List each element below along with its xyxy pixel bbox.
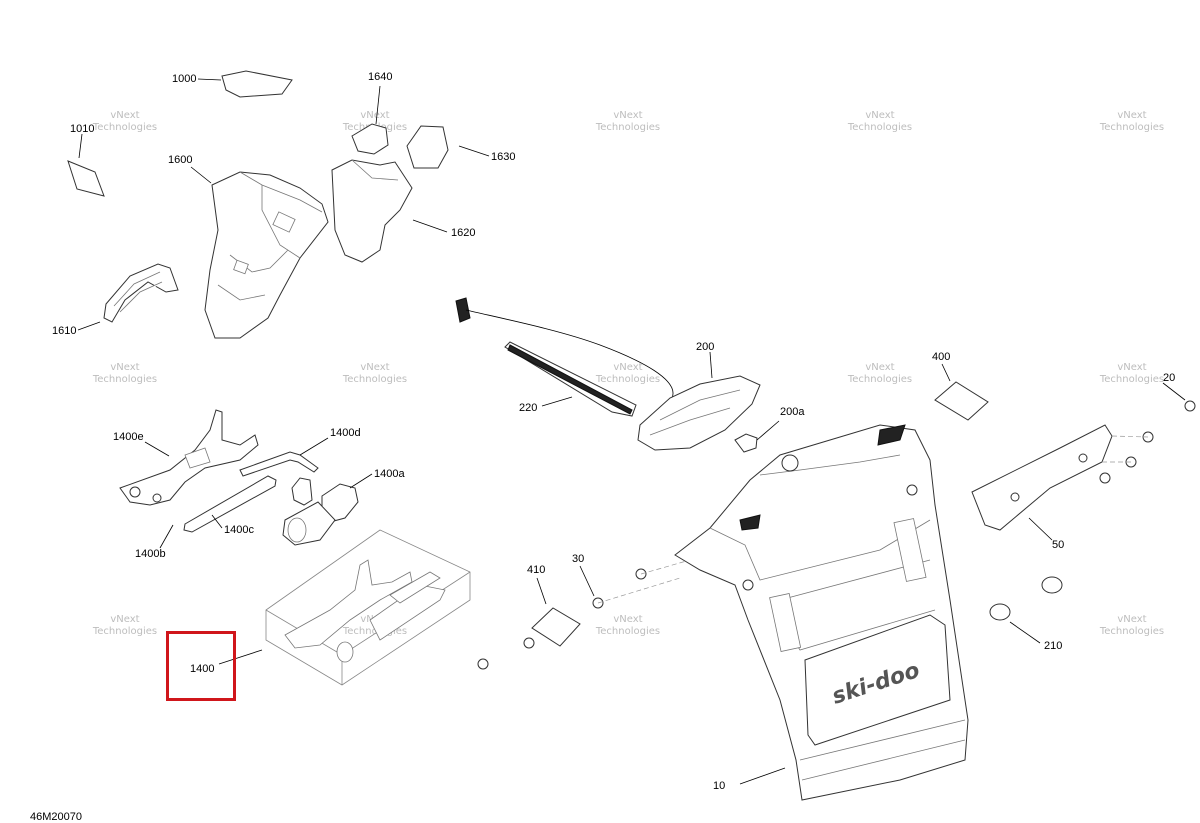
svg-text:vNext: vNext [613,362,642,373]
callout-210[interactable]: 210 [1044,640,1062,652]
svg-text:Technologies: Technologies [92,122,157,133]
callout-1630[interactable]: 1630 [491,151,515,163]
svg-text:Technologies: Technologies [92,374,157,385]
svg-text:vNext: vNext [360,362,389,373]
callout-200[interactable]: 200 [696,341,714,353]
svg-text:Technologies: Technologies [847,122,912,133]
part-1600[interactable] [190,166,329,339]
part-1400[interactable] [218,529,471,686]
part-1000[interactable] [197,70,293,98]
callout-labels: 1000 1010 1640 1630 1600 1620 1610 200 2… [30,71,1175,823]
svg-text:vNext: vNext [110,362,139,373]
svg-text:vNext: vNext [110,614,139,625]
svg-text:vNext: vNext [613,110,642,121]
svg-text:vNext: vNext [1117,614,1146,625]
part-10[interactable]: ski-doo [674,424,969,801]
callout-20[interactable]: 20 [1163,372,1175,384]
svg-text:Technologies: Technologies [1099,374,1164,385]
svg-text:Technologies: Technologies [1099,626,1164,637]
callout-1000[interactable]: 1000 [172,73,196,85]
part-1400d[interactable] [239,437,329,477]
callout-1400d[interactable]: 1400d [330,427,361,439]
svg-text:vNext: vNext [1117,362,1146,373]
part-20[interactable] [1162,382,1196,412]
callout-1600[interactable]: 1600 [168,154,192,166]
svg-text:Technologies: Technologies [92,626,157,637]
callout-50[interactable]: 50 [1052,539,1064,551]
callout-200a[interactable]: 200a [780,406,805,418]
callout-1400a[interactable]: 1400a [374,468,405,480]
svg-text:vNext: vNext [360,110,389,121]
part-1400c[interactable] [183,475,277,533]
callout-30[interactable]: 30 [572,553,584,565]
svg-text:Technologies: Technologies [847,374,912,385]
callout-1610[interactable]: 1610 [52,325,76,337]
part-200a[interactable] [734,420,780,453]
part-1640[interactable] [351,85,389,155]
part-30[interactable] [477,559,691,670]
part-1620[interactable] [331,159,448,263]
part-50[interactable] [971,424,1154,541]
part-400[interactable] [934,363,989,421]
callout-1400c[interactable]: 1400c [224,524,254,536]
part-1630[interactable] [406,125,490,169]
callout-220[interactable]: 220 [519,402,537,414]
part-1610[interactable] [77,263,179,331]
svg-text:Technologies: Technologies [342,626,407,637]
svg-text:Technologies: Technologies [1099,122,1164,133]
svg-text:Technologies: Technologies [342,374,407,385]
callout-10[interactable]: 10 [713,780,725,792]
selected-part-highlight[interactable] [166,631,236,701]
callout-410[interactable]: 410 [527,564,545,576]
callout-1620[interactable]: 1620 [451,227,475,239]
svg-text:Technologies: Technologies [595,122,660,133]
part-210[interactable] [989,576,1063,644]
part-1400e[interactable] [119,409,259,506]
callout-400[interactable]: 400 [932,351,950,363]
svg-text:vNext: vNext [865,110,894,121]
callout-1400e[interactable]: 1400e [113,431,144,443]
svg-text:vNext: vNext [110,110,139,121]
part-1400a[interactable] [282,473,373,546]
part-1010[interactable] [67,133,105,197]
svg-text:vNext: vNext [613,614,642,625]
svg-text:vNext: vNext [865,362,894,373]
part-410[interactable] [531,577,581,647]
svg-text:vNext: vNext [1117,110,1146,121]
callout-1400[interactable]: 1400 [190,663,214,675]
callout-1400b[interactable]: 1400b [135,548,166,560]
callout-1640[interactable]: 1640 [368,71,392,83]
part-220[interactable] [504,341,637,417]
callout-1010[interactable]: 1010 [70,123,94,135]
part-200[interactable] [455,297,761,451]
diagram-id: 46M20070 [30,811,82,823]
svg-text:Technologies: Technologies [595,626,660,637]
svg-text:Technologies: Technologies [595,374,660,385]
part-1400b[interactable] [159,524,174,549]
